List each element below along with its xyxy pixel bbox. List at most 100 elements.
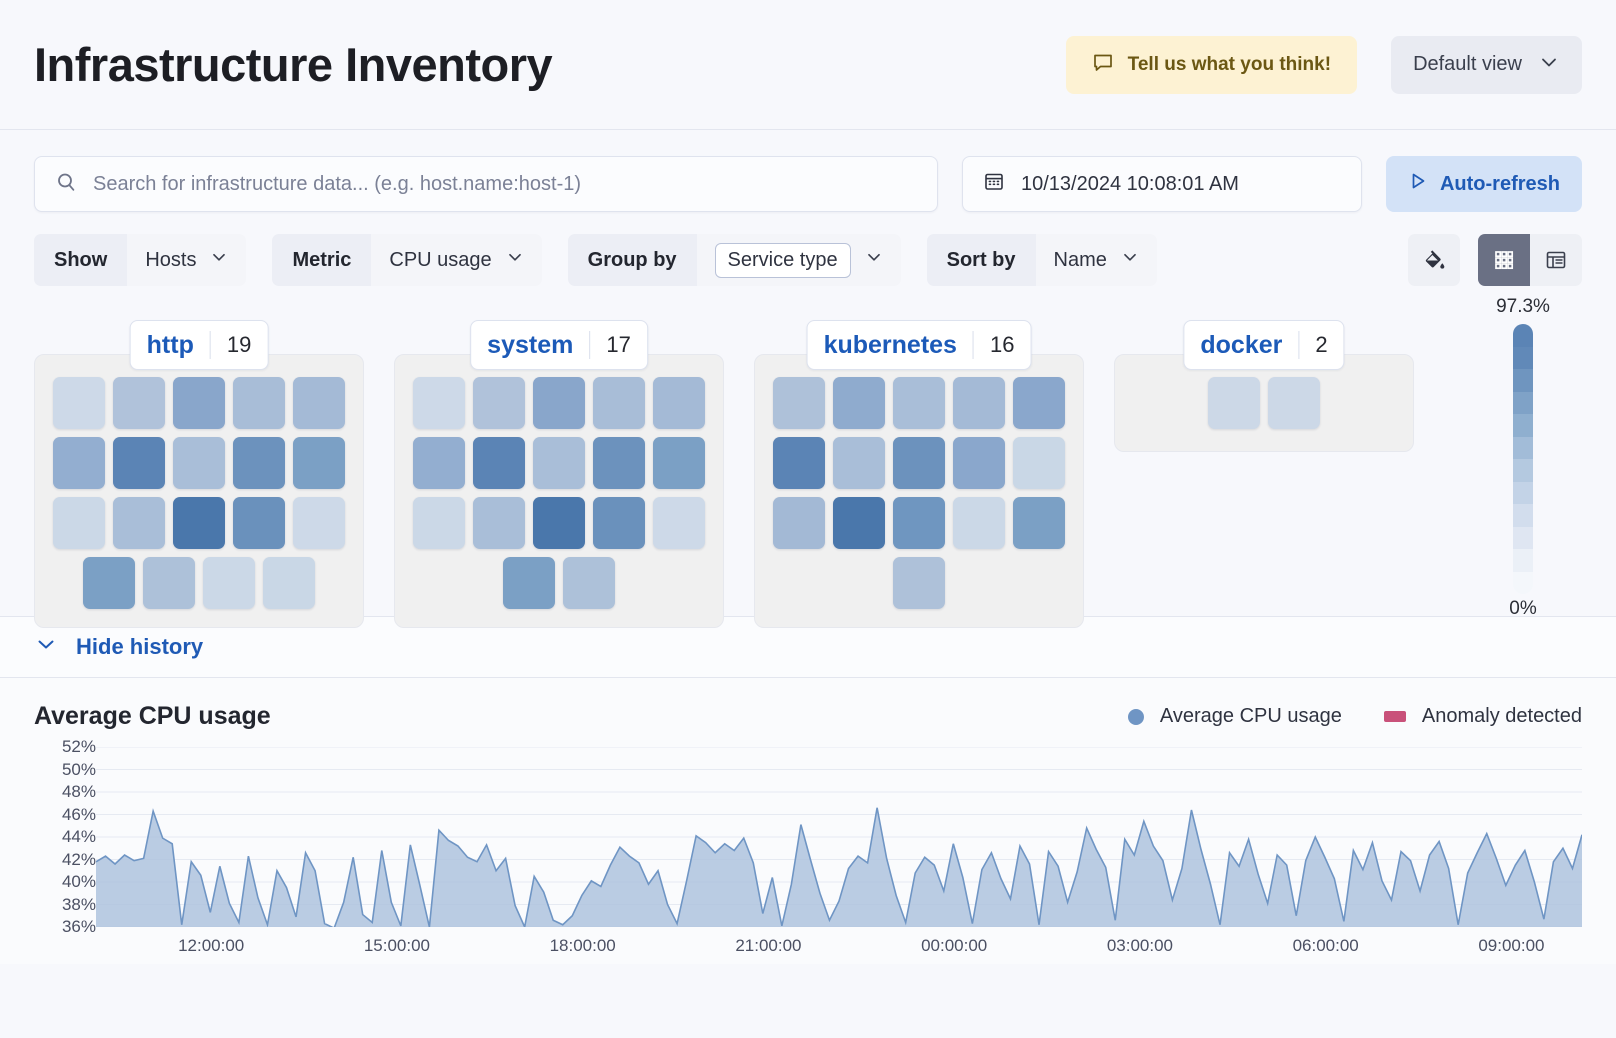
y-tick-label: 36% bbox=[61, 917, 96, 936]
filter-group-by-value[interactable]: Service type bbox=[696, 234, 901, 286]
heatmap-cell[interactable] bbox=[833, 497, 885, 549]
group-count: 2 bbox=[1315, 332, 1328, 357]
heatmap-cell[interactable] bbox=[1013, 377, 1065, 429]
heatmap-cell[interactable] bbox=[53, 377, 105, 429]
search-placeholder: Search for infrastructure data... (e.g. … bbox=[93, 172, 582, 195]
heatmap-cell[interactable] bbox=[593, 377, 645, 429]
heatmap-cell[interactable] bbox=[113, 497, 165, 549]
heatmap-cell[interactable] bbox=[1268, 377, 1320, 429]
view-selector[interactable]: Default view bbox=[1391, 35, 1582, 94]
cell-row bbox=[773, 497, 1065, 549]
legend-item-average-cpu-usage[interactable]: Average CPU usage bbox=[1127, 705, 1342, 728]
heatmap-cell[interactable] bbox=[773, 377, 825, 429]
legend-step bbox=[1513, 526, 1533, 549]
heatmap-cell[interactable] bbox=[503, 557, 555, 609]
heatmap-cell[interactable] bbox=[413, 437, 465, 489]
heatmap-cell[interactable] bbox=[1013, 497, 1065, 549]
legend-step bbox=[1513, 346, 1533, 369]
legend-step bbox=[1513, 324, 1533, 347]
group-pill[interactable]: kubernetes 16 bbox=[806, 320, 1032, 370]
legend-step bbox=[1513, 391, 1533, 414]
heatmap-cell[interactable] bbox=[113, 437, 165, 489]
heatmap-cell[interactable] bbox=[293, 377, 345, 429]
heatmap-cell[interactable] bbox=[203, 557, 255, 609]
pill-divider bbox=[589, 331, 591, 359]
heatmap-cell[interactable] bbox=[473, 437, 525, 489]
heatmap-cell[interactable] bbox=[653, 497, 705, 549]
x-tick-label: 03:00:00 bbox=[1106, 936, 1173, 955]
heatmap-cell[interactable] bbox=[593, 437, 645, 489]
cell-row bbox=[413, 557, 705, 609]
heatmap-cell[interactable] bbox=[893, 377, 945, 429]
heatmap-cell[interactable] bbox=[83, 557, 135, 609]
heatmap-cell[interactable] bbox=[893, 557, 945, 609]
heatmap-cell[interactable] bbox=[653, 377, 705, 429]
filter-sort-by-value[interactable]: Name bbox=[1035, 234, 1157, 286]
heatmap-cell[interactable] bbox=[293, 437, 345, 489]
heatmap-cell[interactable] bbox=[593, 497, 645, 549]
filter-metric-value[interactable]: CPU usage bbox=[371, 234, 542, 286]
plot-wrapper: 52%50%48%46%44%42%40%38%36% bbox=[34, 737, 1582, 936]
heatmap-cell[interactable] bbox=[413, 377, 465, 429]
group-pill[interactable]: http 19 bbox=[129, 320, 269, 370]
search-input[interactable]: Search for infrastructure data... (e.g. … bbox=[34, 156, 938, 212]
group-pill[interactable]: docker 2 bbox=[1183, 320, 1345, 370]
legend-item-anomaly-detected[interactable]: Anomaly detected bbox=[1383, 705, 1582, 728]
heatmap-cell[interactable] bbox=[173, 497, 225, 549]
date-picker[interactable]: 10/13/2024 10:08:01 AM bbox=[962, 156, 1362, 212]
heatmap-cell[interactable] bbox=[143, 557, 195, 609]
heatmap-cell[interactable] bbox=[1013, 437, 1065, 489]
heatmap-cell[interactable] bbox=[833, 437, 885, 489]
heatmap-cell[interactable] bbox=[173, 437, 225, 489]
heatmap-cell[interactable] bbox=[533, 497, 585, 549]
hide-history-button[interactable]: Hide history bbox=[34, 632, 203, 662]
heatmap-cell[interactable] bbox=[773, 497, 825, 549]
heatmap-cell[interactable] bbox=[833, 377, 885, 429]
heatmap-cell[interactable] bbox=[893, 497, 945, 549]
cell-grid bbox=[1133, 377, 1395, 429]
pill-divider bbox=[972, 331, 974, 359]
heatmap-cell[interactable] bbox=[473, 377, 525, 429]
heatmap-cell[interactable] bbox=[473, 497, 525, 549]
y-tick-label: 42% bbox=[61, 849, 96, 869]
heatmap-cell[interactable] bbox=[263, 557, 315, 609]
cell-row bbox=[413, 497, 705, 549]
filter-show-value[interactable]: Hosts bbox=[127, 234, 247, 286]
heatmap-cell[interactable] bbox=[53, 437, 105, 489]
grid-view-icon[interactable] bbox=[1478, 234, 1530, 286]
heatmap-cell[interactable] bbox=[1208, 377, 1260, 429]
heatmap-cell[interactable] bbox=[233, 497, 285, 549]
heatmap-group-http: http 19 bbox=[34, 320, 364, 628]
y-axis: 52%50%48%46%44%42%40%38%36% bbox=[34, 737, 96, 936]
heatmap-cell[interactable] bbox=[563, 557, 615, 609]
heatmap-cell[interactable] bbox=[113, 377, 165, 429]
x-tick-label: 15:00:00 bbox=[363, 936, 430, 955]
heatmap-cell[interactable] bbox=[953, 377, 1005, 429]
table-view-icon[interactable] bbox=[1530, 234, 1582, 286]
heatmap-cell[interactable] bbox=[293, 497, 345, 549]
heatmap-cell[interactable] bbox=[413, 497, 465, 549]
heatmap-cell[interactable] bbox=[533, 377, 585, 429]
auto-refresh-button[interactable]: Auto-refresh bbox=[1386, 156, 1582, 212]
heatmap-cell[interactable] bbox=[233, 377, 285, 429]
plot-area[interactable] bbox=[96, 747, 1582, 927]
heatmap-cell[interactable] bbox=[653, 437, 705, 489]
heatmap-cell[interactable] bbox=[893, 437, 945, 489]
heatmap-cell[interactable] bbox=[953, 437, 1005, 489]
feedback-button[interactable]: Tell us what you think! bbox=[1065, 35, 1358, 94]
group-pill[interactable]: system 17 bbox=[470, 320, 648, 370]
paint-bucket-icon[interactable] bbox=[1408, 234, 1460, 286]
legend-rect-icon bbox=[1383, 711, 1406, 722]
heatmap-cell[interactable] bbox=[953, 497, 1005, 549]
filter-sort-by-label: Sort by bbox=[926, 234, 1036, 286]
heatmap-cell[interactable] bbox=[533, 437, 585, 489]
heatmap-cell[interactable] bbox=[773, 437, 825, 489]
legend-dot-icon bbox=[1127, 708, 1144, 725]
heatmap-cell[interactable] bbox=[53, 497, 105, 549]
series-line bbox=[96, 808, 1582, 927]
x-tick-label: 21:00:00 bbox=[735, 936, 802, 955]
heatmap-cell[interactable] bbox=[173, 377, 225, 429]
heatmap-cell[interactable] bbox=[233, 437, 285, 489]
filter-metric-text: CPU usage bbox=[389, 248, 492, 271]
